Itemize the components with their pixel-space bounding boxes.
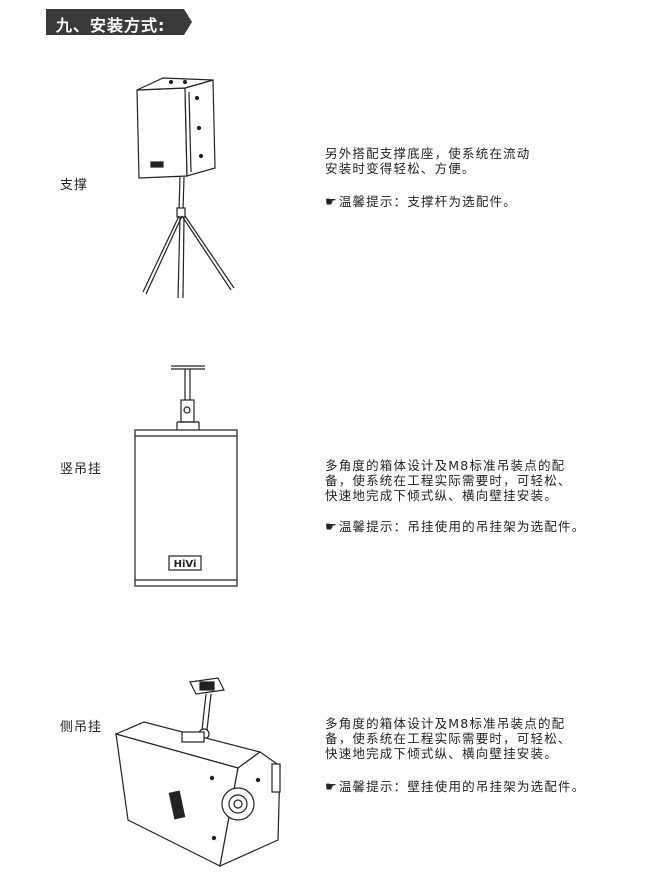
method-label-vertical-hang: 竖吊挂 <box>60 462 103 477</box>
speaker-side-hanging-illustration <box>114 677 281 868</box>
section-title: 九、安装方式: <box>56 16 166 35</box>
banner-tab <box>184 9 192 35</box>
method-label-side-hang: 侧吊挂 <box>60 720 103 735</box>
pointing-hand-icon: ☛ <box>325 780 338 795</box>
pointing-hand-icon: ☛ <box>325 195 338 210</box>
method-description-vertical-hang: 多角度的箱体设计及M8标准吊装点的配 备，使系统在工程实际需要时，可轻松、 快速… <box>325 458 572 503</box>
method-description-stand: 另外搭配支撑底座，使系统在流动 安装时变得轻松、方便。 <box>325 146 531 176</box>
method-tip-side-hang: ☛温馨提示：壁挂使用的吊挂架为选配件。 <box>325 776 585 795</box>
tip-text: 温馨提示：壁挂使用的吊挂架为选配件。 <box>338 779 586 794</box>
method-tip-vertical-hang: ☛温馨提示：吊挂使用的吊挂架为选配件。 <box>325 516 585 535</box>
method-label-stand: 支撑 <box>60 178 89 193</box>
section-title-banner: 九、安装方式: <box>46 9 192 35</box>
tip-text: 温馨提示：支撑杆为选配件。 <box>338 194 517 209</box>
pointing-hand-icon: ☛ <box>325 520 338 535</box>
speaker-on-tripod-illustration <box>136 77 235 299</box>
method-tip-stand: ☛温馨提示：支撑杆为选配件。 <box>325 191 517 210</box>
tip-text: 温馨提示：吊挂使用的吊挂架为选配件。 <box>338 519 586 534</box>
speaker-vertical-hanging-illustration: HiVi <box>134 365 238 587</box>
brand-logo: HiVi <box>174 559 197 570</box>
method-description-side-hang: 多角度的箱体设计及M8标准吊装点的配 备，使系统在工程实际需要时，可轻松、 快速… <box>325 716 572 761</box>
